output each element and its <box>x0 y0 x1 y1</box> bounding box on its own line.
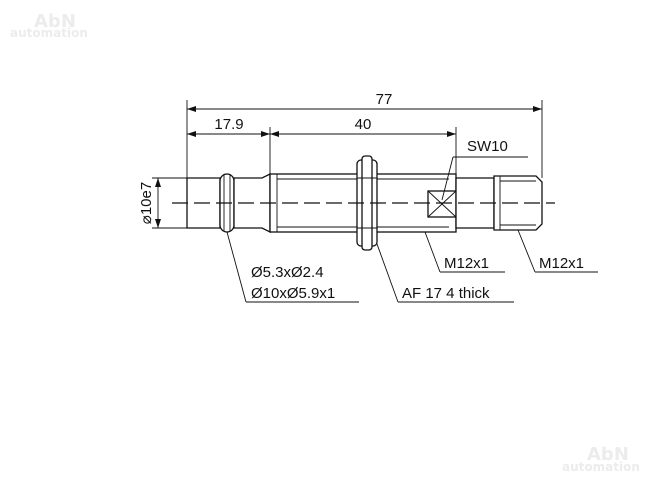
nut-label: AF 17 4 thick <box>402 285 490 302</box>
groove-label-2: Ø10xØ5.9x1 <box>251 285 335 302</box>
first-length-value: 17.9 <box>214 116 243 133</box>
thread-body-label: M12x1 <box>444 255 489 272</box>
diameter-dimension: ⌀10e7 <box>138 177 187 229</box>
watermark-brand-bottom: AbN <box>587 444 629 465</box>
thread-connector-callout: M12x1 <box>517 229 598 273</box>
watermark-tagline-bottom: automation <box>562 460 640 474</box>
diameter-value: ⌀10e7 <box>138 182 155 224</box>
thread-length-value: 40 <box>355 116 372 133</box>
watermark-tagline-top: automation <box>10 26 88 40</box>
wrench-size-callout: SW10 <box>441 138 528 201</box>
thread-length-dimension: 40 <box>270 116 456 137</box>
thread-connector-label: M12x1 <box>539 255 584 272</box>
wrench-size-label: SW10 <box>467 138 508 155</box>
overall-length-value: 77 <box>376 91 393 108</box>
groove-callout: Ø5.3xØ2.4 Ø10xØ5.9x1 <box>226 231 359 303</box>
watermark-brand-top: AbN <box>34 11 76 32</box>
overall-length-dimension: 77 <box>187 91 542 112</box>
first-length-dimension: 17.9 <box>187 116 270 137</box>
nut-callout: AF 17 4 thick <box>376 243 514 303</box>
thread-body-callout: M12x1 <box>424 231 505 273</box>
extension-lines <box>186 100 543 178</box>
groove-label-1: Ø5.3xØ2.4 <box>251 264 324 281</box>
